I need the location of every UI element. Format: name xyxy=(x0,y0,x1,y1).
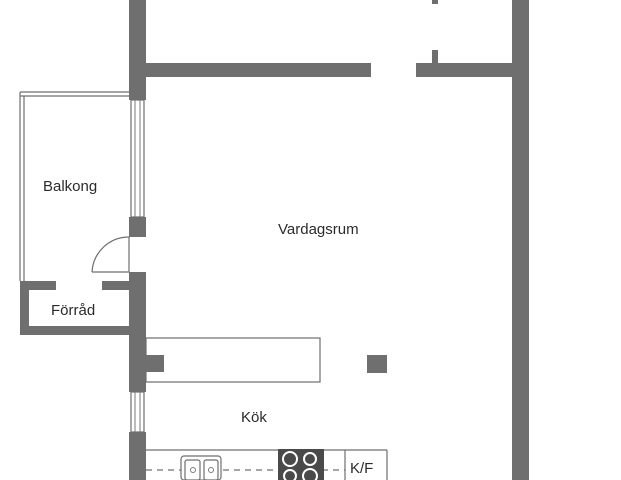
stove-icon xyxy=(278,449,324,480)
kitchen-counter xyxy=(145,337,321,383)
door-swing-icon xyxy=(91,236,130,273)
wall-top-interior-right xyxy=(416,63,512,77)
window-icon xyxy=(130,99,145,218)
wall-left-bottom xyxy=(129,432,146,480)
room-label-living: Vardagsrum xyxy=(278,221,359,238)
wall-stub-lower xyxy=(432,50,438,63)
wall-left-upper xyxy=(129,0,146,100)
window-icon xyxy=(130,391,145,433)
fridge-freezer-label: K/F xyxy=(350,460,373,477)
wall-left-mid xyxy=(129,217,146,237)
storage-room xyxy=(20,281,146,335)
wall-stub-upper xyxy=(432,0,438,4)
room-label-balcony: Balkong xyxy=(43,178,97,195)
balcony xyxy=(19,91,129,281)
wall-right xyxy=(512,0,529,480)
room-label-storage: Förråd xyxy=(51,302,95,319)
room-label-kitchen: Kök xyxy=(241,409,267,426)
sink-icon xyxy=(180,455,222,480)
column-icon xyxy=(367,355,387,373)
wall-top-interior-left xyxy=(146,63,371,77)
